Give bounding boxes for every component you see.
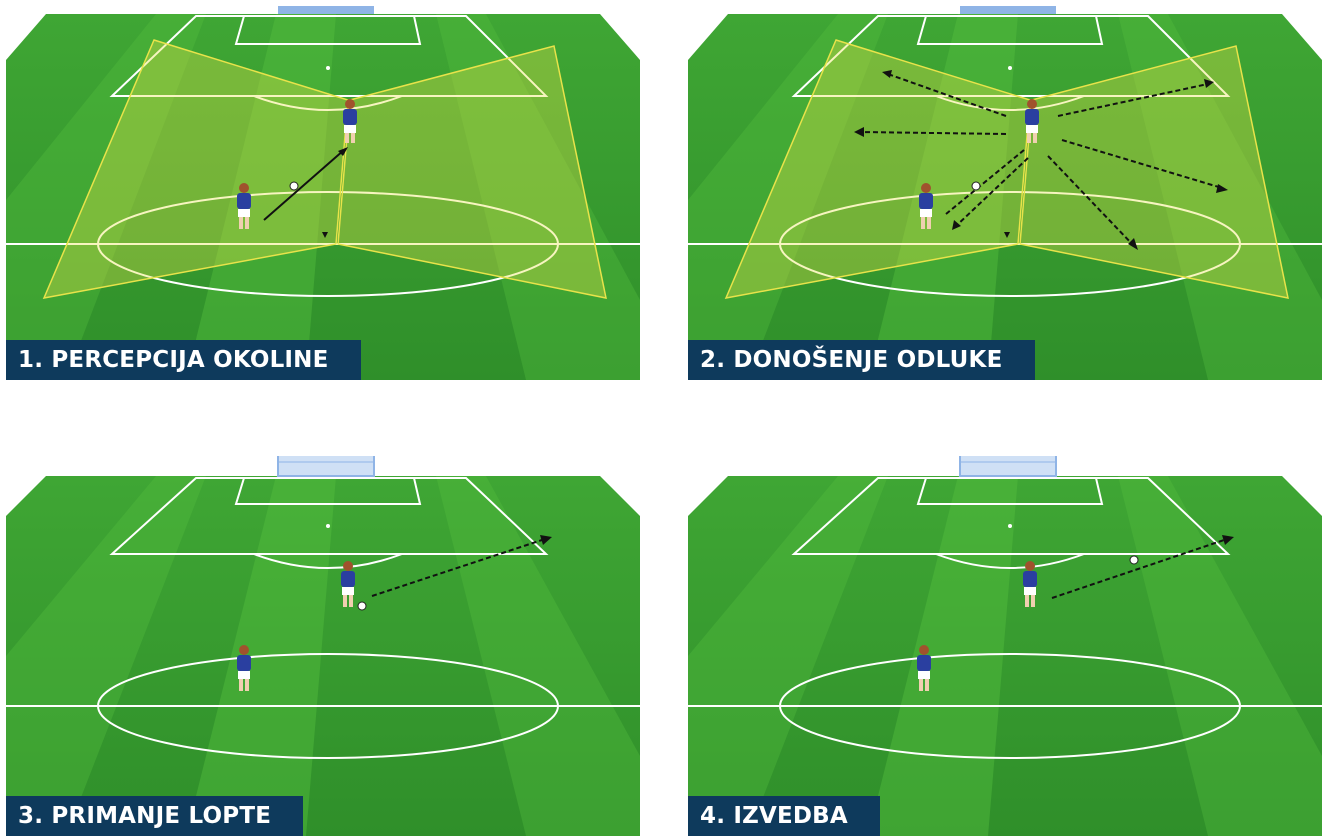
dribble-arrow bbox=[371, 539, 543, 597]
center-circle bbox=[779, 653, 1241, 759]
grass-stripe bbox=[186, 14, 336, 380]
caption-execution: 4. IZVEDBA bbox=[688, 796, 880, 836]
grass-stripe bbox=[436, 476, 640, 836]
grass-stripe bbox=[6, 476, 206, 836]
ball bbox=[1129, 555, 1139, 565]
grass-stripe bbox=[688, 476, 888, 836]
player-passer bbox=[237, 183, 251, 229]
goal bbox=[960, 6, 1056, 14]
pass-line bbox=[263, 149, 345, 221]
panel-receiving: 3. PRIMANJE LOPTE bbox=[6, 456, 640, 836]
penalty-arc bbox=[935, 95, 1085, 111]
center-circle bbox=[97, 653, 559, 759]
player-receiver bbox=[343, 99, 357, 143]
panel-perception: 1. PERCEPCIJA OKOLINE bbox=[6, 0, 640, 380]
grass-stripe bbox=[6, 14, 206, 380]
shot-arrow bbox=[1051, 539, 1225, 599]
penalty-spot bbox=[326, 66, 330, 70]
goal-box bbox=[234, 477, 422, 505]
grass-stripe bbox=[1118, 476, 1322, 836]
caption-perception: 1. PERCEPCIJA OKOLINE bbox=[6, 340, 361, 380]
ball bbox=[971, 181, 981, 191]
goal-box bbox=[234, 15, 422, 45]
center-circle bbox=[779, 191, 1241, 297]
arrow-head bbox=[1222, 535, 1234, 545]
option-arrows bbox=[859, 73, 1223, 247]
panel-execution: 4. IZVEDBA bbox=[688, 456, 1322, 836]
grass-stripe bbox=[688, 14, 888, 380]
goal-net bbox=[277, 456, 375, 477]
ball bbox=[289, 181, 299, 191]
center-circle bbox=[97, 191, 559, 297]
penalty-spot bbox=[1008, 66, 1012, 70]
player-passer bbox=[917, 645, 931, 691]
pitch-diagram-3 bbox=[6, 456, 640, 836]
cone bbox=[322, 232, 328, 238]
goal-net bbox=[959, 456, 1057, 477]
penalty-spot bbox=[1008, 524, 1012, 528]
grass-stripe bbox=[436, 14, 640, 380]
pitch-diagram-2 bbox=[688, 0, 1322, 380]
arrow-head bbox=[338, 147, 348, 156]
caption-receiving: 3. PRIMANJE LOPTE bbox=[6, 796, 304, 836]
goal-box bbox=[916, 15, 1104, 45]
panel-decision: 2. DONOŠENJE ODLUKE bbox=[688, 0, 1322, 380]
pitch-diagram-1 bbox=[6, 0, 640, 380]
penalty-spot bbox=[326, 524, 330, 528]
grass-stripe bbox=[868, 14, 1018, 380]
penalty-arc bbox=[935, 553, 1085, 569]
grass-stripe bbox=[1118, 14, 1322, 380]
player-receiver bbox=[1023, 561, 1037, 607]
player-passer bbox=[237, 645, 251, 691]
vision-zone-right bbox=[337, 45, 607, 299]
caption-decision: 2. DONOŠENJE ODLUKE bbox=[688, 340, 1035, 380]
cone bbox=[1004, 232, 1010, 238]
penalty-arc bbox=[253, 553, 403, 569]
player-receiver bbox=[341, 561, 355, 607]
arrow-head bbox=[540, 535, 552, 545]
goal-box bbox=[916, 477, 1104, 505]
penalty-arc bbox=[253, 95, 403, 111]
pitch-diagram-4 bbox=[688, 456, 1322, 836]
vision-zone-left bbox=[42, 39, 349, 299]
vision-zone-right bbox=[1019, 45, 1289, 299]
goal bbox=[278, 6, 374, 14]
arrow-heads bbox=[854, 70, 1228, 250]
player-receiver bbox=[1025, 99, 1039, 143]
ball bbox=[357, 601, 367, 611]
player-passer bbox=[919, 183, 933, 229]
vision-zone-left bbox=[724, 39, 1031, 299]
